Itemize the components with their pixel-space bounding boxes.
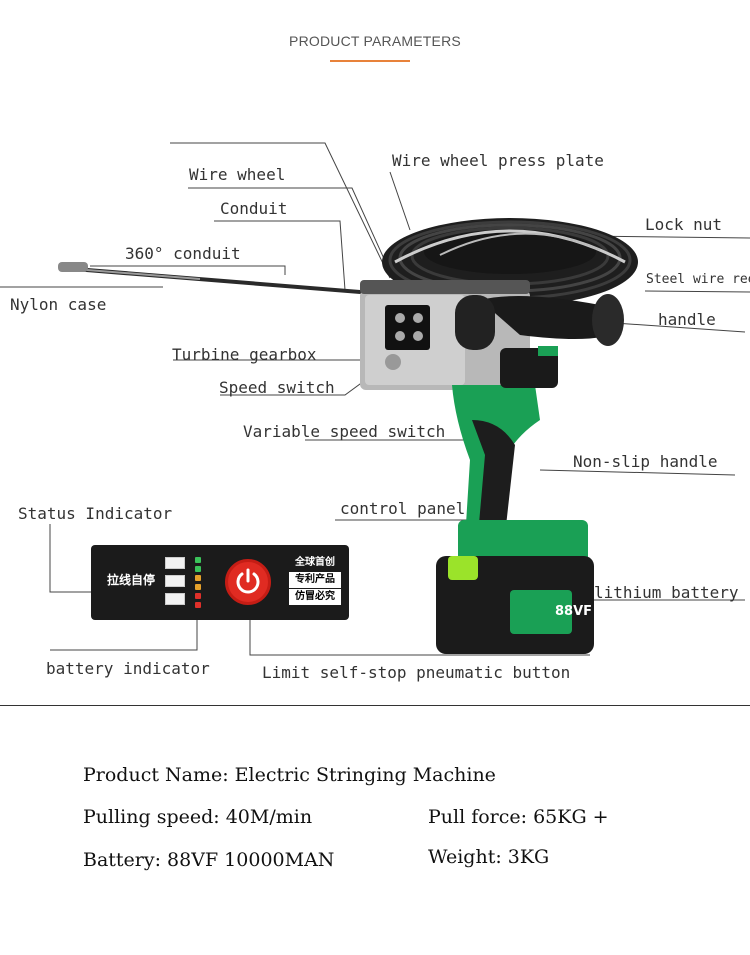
panel-stop-text: 拉线自停 <box>107 573 156 587</box>
page-title: PRODUCT PARAMETERS <box>289 33 461 49</box>
badge-line-2: 专利产品 <box>289 572 341 588</box>
label-nylon-case: Nylon case <box>10 295 107 314</box>
control-panel-closeup: 拉线自停 全球首创 专利产品 仿冒必究 <box>91 545 349 620</box>
label-360-conduit: 360° conduit <box>125 244 241 263</box>
title-underline <box>330 60 410 62</box>
label-variable-speed-switch: Variable speed switch <box>243 422 446 441</box>
section-divider <box>0 705 750 706</box>
label-status-indicator: Status Indicator <box>18 504 173 523</box>
label-lock-nut: Lock nut <box>645 215 723 234</box>
spec-battery: Battery: 88VF 10000MAN <box>83 849 335 871</box>
battery-led-2 <box>195 566 201 572</box>
side-handle <box>455 294 624 350</box>
label-handle: handle <box>658 310 716 329</box>
label-speed-switch: Speed switch <box>219 378 335 397</box>
label-limit-button: Limit self-stop pneumatic button <box>262 663 571 682</box>
battery-led-4 <box>195 584 201 590</box>
patent-badge: 全球首创 专利产品 仿冒必究 <box>289 555 341 609</box>
power-icon <box>236 568 260 594</box>
spec-pulling-speed: Pulling speed: 40M/min <box>83 806 313 828</box>
battery-pack-label: 88VF <box>555 604 592 619</box>
label-non-slip-handle: Non-slip handle <box>573 452 718 471</box>
label-wire-wheel: Wire wheel <box>189 165 286 184</box>
battery-led-1 <box>195 557 201 563</box>
spec-weight: Weight: 3KG <box>428 846 550 868</box>
label-battery-indicator: battery indicator <box>46 659 210 678</box>
label-lithium-battery: lithium battery <box>594 583 739 602</box>
label-control-panel: control panel <box>340 499 466 518</box>
status-led-2 <box>165 575 185 587</box>
spec-pull-force: Pull force: 65KG + <box>428 806 609 828</box>
label-wire-wheel-press-plate: Wire wheel press plate <box>392 151 604 170</box>
badge-line-3: 仿冒必究 <box>289 589 341 605</box>
label-conduit: Conduit <box>220 199 288 218</box>
label-steel-wire-reel: Steel wire reel <box>646 272 750 287</box>
spec-product-name: Product Name: Electric Stringing Machine <box>83 764 496 786</box>
badge-line-1: 全球首创 <box>295 557 335 568</box>
tool-body <box>452 346 558 540</box>
power-button <box>225 559 271 605</box>
lithium-battery-pack <box>436 520 594 654</box>
conduit-wire <box>58 262 411 298</box>
label-turbine-gearbox: Turbine gearbox <box>172 345 317 364</box>
battery-led-5 <box>195 593 201 599</box>
status-led-1 <box>165 557 185 569</box>
battery-led-6 <box>195 602 201 608</box>
battery-led-3 <box>195 575 201 581</box>
status-led-3 <box>165 593 185 605</box>
